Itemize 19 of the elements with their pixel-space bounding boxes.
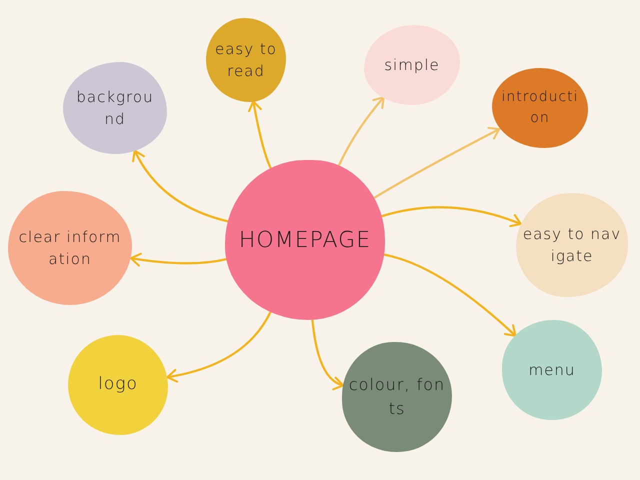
node-text: logo: [98, 373, 138, 396]
node-text: clear information: [18, 226, 122, 270]
node-text: easy to read: [214, 38, 278, 82]
arrow: [311, 318, 344, 390]
arrow: [132, 150, 228, 222]
node-text: colour, fonts: [348, 374, 446, 420]
node-text: simple: [384, 54, 440, 76]
arrow: [337, 96, 385, 168]
node-text: menu: [528, 360, 576, 381]
arrow: [248, 100, 272, 169]
arrow: [382, 254, 517, 337]
node-text: easy to navigate: [522, 224, 622, 267]
node-text: background: [76, 86, 154, 130]
node-text: introduction: [500, 88, 580, 128]
arrow: [130, 252, 228, 266]
node-text: HOMEPAGE: [238, 226, 372, 254]
arrow: [380, 206, 522, 228]
arrow: [372, 126, 500, 200]
arrow: [166, 311, 272, 382]
